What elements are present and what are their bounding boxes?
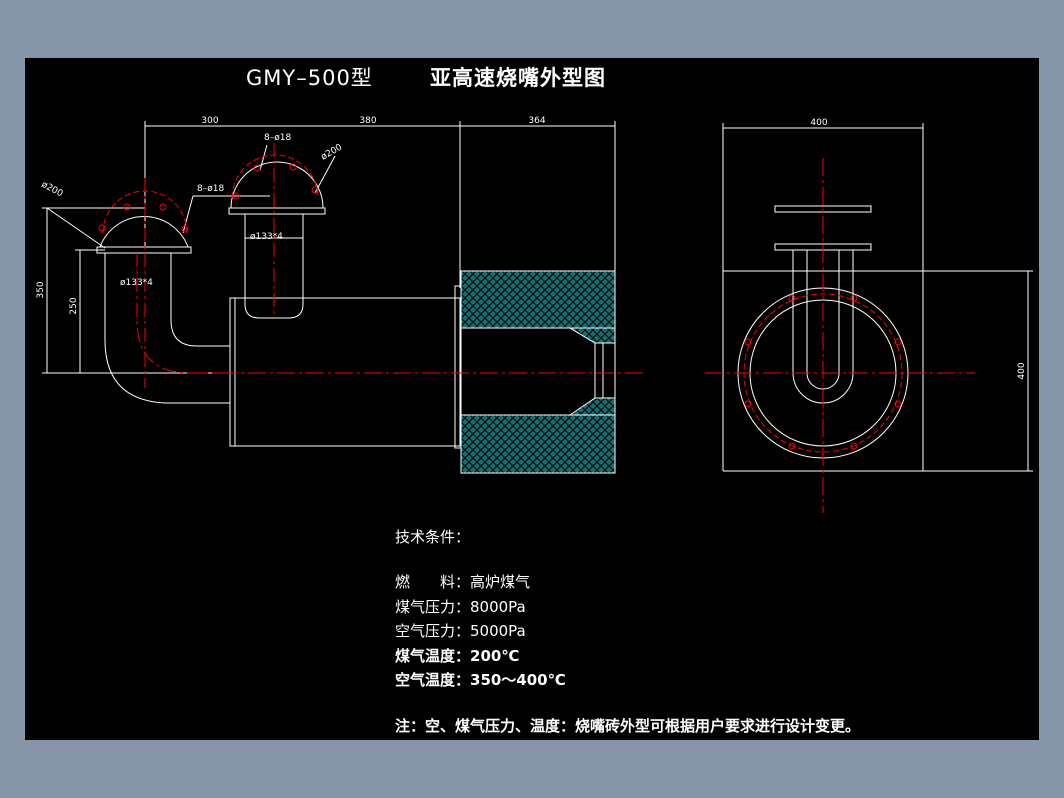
burner-drawing: 300 380 364 400 350 250 400 8–ø18 8–ø18 … bbox=[36, 116, 1033, 513]
dim-300: 300 bbox=[201, 116, 218, 126]
label-pipe-right: ø133*4 bbox=[250, 232, 283, 242]
label-holes-left: 8–ø18 bbox=[197, 184, 224, 194]
label-dia200-right: ø200 bbox=[320, 142, 345, 162]
spec-heading: 技术条件： bbox=[395, 528, 471, 546]
dim-364: 364 bbox=[528, 116, 545, 126]
front-center-lines bbox=[98, 143, 645, 388]
side-center-lines bbox=[705, 158, 975, 513]
note: 注：空、煤气压力、温度：烧嘴砖外型可根据用户要求进行设计变更。 bbox=[395, 717, 861, 735]
drawing-canvas: 300 380 364 400 350 250 400 8–ø18 8–ø18 … bbox=[25, 58, 1039, 740]
dim-400-side: 400 bbox=[1017, 362, 1027, 379]
spec-gas-temp: 煤气温度：200℃ bbox=[395, 647, 520, 665]
dim-380: 380 bbox=[359, 116, 376, 126]
spec-air-temp: 空气温度：350～400℃ bbox=[395, 671, 566, 689]
dim-350: 350 bbox=[36, 281, 46, 298]
label-pipe-left: ø133*4 bbox=[120, 278, 153, 288]
spec-fuel: 燃 料：高炉煤气 bbox=[395, 573, 531, 591]
dim-250: 250 bbox=[69, 297, 79, 314]
spec-gas-pressure: 煤气压力：8000Pa bbox=[395, 598, 526, 616]
label-holes-right: 8–ø18 bbox=[264, 133, 291, 143]
front-view bbox=[42, 121, 616, 474]
title-model: GMY–500型 bbox=[246, 66, 373, 90]
label-dia200-left: ø200 bbox=[40, 180, 65, 200]
dim-400-top: 400 bbox=[810, 118, 827, 128]
side-view bbox=[722, 123, 1033, 472]
spec-air-pressure: 空气压力：5000Pa bbox=[395, 622, 526, 640]
title-name: 亚高速烧嘴外型图 bbox=[430, 66, 606, 90]
